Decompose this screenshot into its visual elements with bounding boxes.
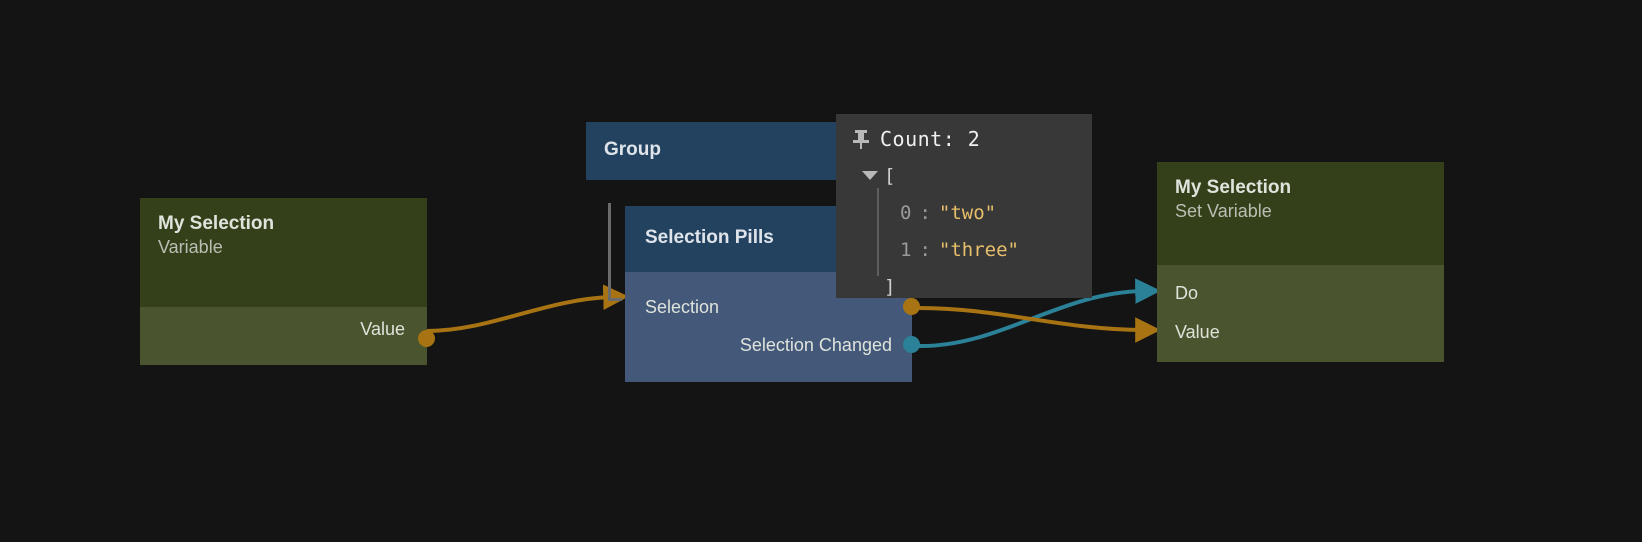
output-port-label: Selection Changed bbox=[739, 335, 892, 355]
node-title: My Selection bbox=[1175, 177, 1292, 198]
output-port-dot-data[interactable] bbox=[903, 298, 920, 315]
node-body: Do Value bbox=[1157, 265, 1444, 362]
output-port-value[interactable]: Value bbox=[360, 318, 405, 340]
pin-icon[interactable] bbox=[852, 129, 870, 149]
tree-open-bracket: [ bbox=[884, 165, 896, 187]
output-port-dot-value[interactable] bbox=[418, 330, 435, 347]
node-my-selection-set-variable[interactable]: My Selection Set Variable Do Value bbox=[1157, 162, 1444, 362]
tree-guide-line bbox=[877, 188, 879, 276]
inspector-header: Count: 2 bbox=[836, 124, 1092, 154]
inspector-tree: [ 0:"two" 1:"three" ] bbox=[836, 162, 1092, 310]
wire-pills-to-value bbox=[918, 306, 1161, 343]
node-title: My Selection bbox=[158, 213, 275, 234]
node-subtitle: Set Variable bbox=[1175, 201, 1272, 221]
output-port-label: Value bbox=[360, 319, 405, 339]
tree-item[interactable]: 1:"three" bbox=[900, 239, 1019, 261]
output-port-dot-selection-changed[interactable] bbox=[903, 336, 920, 353]
group-bracket bbox=[608, 203, 622, 301]
input-port-selection[interactable]: Selection bbox=[645, 296, 719, 318]
input-port-do[interactable]: Do bbox=[1175, 282, 1198, 304]
node-title: Group bbox=[604, 139, 661, 160]
value-inspector-tooltip[interactable]: Count: 2 [ 0:"two" 1:"three" ] bbox=[836, 114, 1092, 298]
input-port-label: Do bbox=[1175, 283, 1199, 303]
node-subtitle: Variable bbox=[158, 237, 223, 257]
tree-close-bracket: ] bbox=[884, 276, 896, 298]
node-my-selection-variable[interactable]: My Selection Variable Value bbox=[140, 198, 435, 365]
input-port-value[interactable]: Value bbox=[1175, 321, 1220, 343]
node-title: Selection Pills bbox=[645, 227, 774, 248]
node-body: Value bbox=[140, 307, 435, 365]
input-port-label: Value bbox=[1175, 322, 1220, 342]
input-port-label: Selection bbox=[645, 297, 720, 317]
chevron-down-icon[interactable] bbox=[862, 171, 878, 180]
output-port-selection-changed[interactable]: Selection Changed bbox=[740, 334, 892, 356]
wire-value-to-selection bbox=[426, 284, 629, 333]
tree-item[interactable]: 0:"two" bbox=[900, 202, 997, 224]
node-header[interactable]: My Selection Set Variable bbox=[1157, 162, 1444, 265]
inspector-count-label: Count: 2 bbox=[880, 127, 981, 151]
node-header[interactable]: My Selection Variable bbox=[140, 198, 427, 307]
